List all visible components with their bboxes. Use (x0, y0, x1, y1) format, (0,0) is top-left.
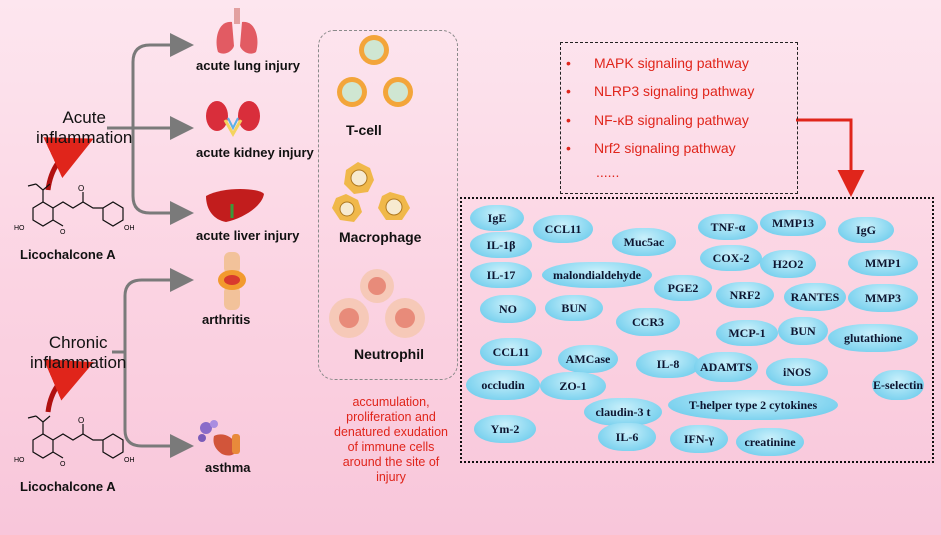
allergen-asthma-icon (198, 420, 240, 456)
molecule-blob: RANTES (784, 283, 846, 311)
svg-text:O: O (78, 184, 84, 193)
pathway-label: Nrf2 signaling pathway (594, 140, 736, 156)
pathway-label: NF-κB signaling pathway (594, 112, 749, 128)
pathway-item-nfkb: • NF-κB signaling pathway (566, 112, 749, 128)
molecule-blob: ADAMTS (694, 352, 758, 382)
bullet: • (566, 83, 571, 99)
molecule-blob: COX-2 (700, 245, 762, 271)
liver-icon (206, 189, 264, 222)
molecule-blob: creatinine (736, 428, 804, 456)
macrophage-label: Macrophage (339, 229, 422, 245)
svg-text:O: O (78, 416, 84, 425)
pathway-label: MAPK signaling pathway (594, 55, 749, 71)
molecule-blob: CCL11 (480, 338, 542, 366)
molecule-blob: CCR3 (616, 308, 680, 336)
pathway-red-arrow (796, 118, 865, 197)
svg-text:O: O (60, 229, 66, 236)
molecule-blob: E-selectin (872, 370, 924, 400)
t-cell-icon (337, 35, 413, 107)
molecule-blob: IgE (470, 205, 524, 231)
neutrophil-label: Neutrophil (354, 346, 424, 362)
molecule-blob: IL-6 (598, 423, 656, 451)
kidney-icon (206, 101, 260, 138)
immune-cell-note: accumulation, proliferation and denature… (334, 395, 448, 484)
acute-inflammation-label: Acute inflammation (36, 108, 133, 147)
molecule-blob: IL-8 (636, 350, 700, 378)
bullet: • (566, 112, 571, 128)
molecule-blob: IL-17 (470, 262, 532, 288)
compound-name-1: Licochalcone A (20, 247, 116, 262)
molecule-blob: glutathione (828, 324, 918, 352)
svg-text:OH: OH (124, 225, 135, 232)
svg-text:OH: OH (124, 457, 135, 464)
svg-text:HO: HO (14, 225, 25, 232)
molecule-blob: IFN-γ (670, 425, 728, 453)
kidney-injury-label: acute kidney injury (196, 145, 314, 160)
molecule-blob: NO (480, 295, 536, 323)
t-cell-label: T-cell (346, 122, 382, 138)
chronic-inflammation-label: Chronic inflammation (30, 333, 127, 372)
pathway-item-nrf2: • Nrf2 signaling pathway (566, 140, 736, 156)
molecule-blob: TNF-α (698, 214, 758, 240)
molecule-blob: IL-1β (470, 232, 532, 258)
macrophage-icon (332, 162, 410, 222)
lung-icon (216, 8, 258, 54)
pathway-item-mapk: • MAPK signaling pathway (566, 55, 749, 71)
molecule-blob: MCP-1 (716, 320, 778, 346)
molecule-blob: malondialdehyde (542, 262, 652, 288)
arthritis-label: arthritis (202, 312, 251, 327)
bullet: • (566, 55, 571, 71)
molecule-blob: CCL11 (533, 215, 593, 243)
licochalcone-structure-2: O HO O OH (14, 415, 135, 468)
bullet: • (566, 140, 571, 156)
molecule-blob: PGE2 (654, 275, 712, 301)
molecule-blob: MMP1 (848, 250, 918, 276)
signaling-pathway-box (560, 42, 798, 194)
molecule-blob: occludin (466, 370, 540, 400)
pathway-ellipsis: ...... (596, 164, 620, 180)
compound-name-2: Licochalcone A (20, 479, 116, 494)
lung-injury-label: acute lung injury (196, 58, 301, 73)
immune-cells-panel (318, 30, 458, 380)
molecule-blob: ZO-1 (540, 372, 606, 400)
neutrophil-icon (329, 269, 425, 338)
asthma-label: asthma (205, 460, 251, 475)
pathway-item-nlrp3: • NLRP3 signaling pathway (566, 83, 754, 99)
molecule-blob: IgG (838, 217, 894, 243)
molecule-blob: Muc5ac (612, 228, 676, 256)
liver-injury-label: acute liver injury (196, 228, 300, 243)
molecule-blob: T-helper type 2 cytokines (668, 390, 838, 420)
svg-text:O: O (60, 461, 66, 468)
molecule-blob: MMP13 (760, 210, 826, 236)
licochalcone-structure-1: O HO O OH (14, 183, 135, 236)
molecule-blob: H2O2 (760, 250, 816, 278)
molecule-blob: claudin-3 t (584, 398, 662, 426)
knee-joint-icon (218, 252, 246, 310)
molecule-blob: BUN (778, 317, 828, 345)
molecule-blob: BUN (545, 295, 603, 321)
mediator-molecules-box (460, 197, 934, 463)
pathway-label: NLRP3 signaling pathway (594, 83, 755, 99)
molecule-blob: iNOS (766, 358, 828, 386)
molecule-blob: NRF2 (716, 282, 774, 308)
molecule-blob: Ym-2 (474, 415, 536, 443)
svg-text:HO: HO (14, 457, 25, 464)
molecule-blob: AMCase (558, 345, 618, 373)
molecule-blob: MMP3 (848, 284, 918, 312)
